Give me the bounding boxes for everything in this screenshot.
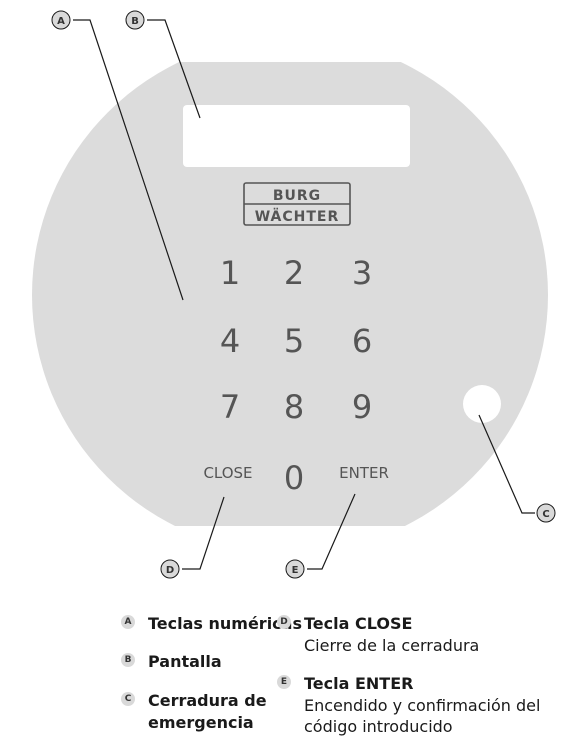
legend-d-title: Tecla CLOSE (304, 614, 413, 633)
callout-a: A (57, 16, 65, 27)
leader-line-b (147, 19, 201, 119)
legend-badge-c: C (121, 692, 135, 706)
legend-b-title: Pantalla (148, 652, 222, 671)
legend-badge-e: E (277, 675, 291, 689)
brand-logo: BURG WÄCHTER (243, 182, 351, 226)
legend-a-title: Teclas numéricas (148, 614, 302, 633)
legend-c-title-2: emergencia (148, 713, 254, 732)
display-screen (183, 105, 410, 167)
legend-e-desc-2: código introducido (304, 717, 453, 736)
callout-b: B (131, 16, 139, 27)
callout-d: D (166, 565, 174, 576)
callout-c: C (542, 509, 549, 520)
lock-diagram: BURG WÄCHTER 1 2 3 4 5 6 7 8 9 0 CLOSE E… (32, 10, 556, 579)
key-8[interactable]: 8 (284, 388, 304, 426)
legend-e-title: Tecla ENTER (304, 674, 414, 693)
key-4[interactable]: 4 (220, 322, 240, 360)
lock-panel (32, 62, 548, 526)
legend-badge-a: A (121, 615, 135, 629)
enter-key[interactable]: ENTER (339, 464, 389, 482)
leader-line-d (182, 496, 225, 570)
logo-line-1: BURG (273, 188, 321, 204)
emergency-lock-keyhole (463, 385, 501, 423)
leader-line-c (478, 414, 535, 514)
key-1[interactable]: 1 (220, 254, 240, 292)
legend-badge-d: D (277, 615, 291, 629)
legend-e-desc-1: Encendido y confirmación del (304, 696, 541, 715)
key-9[interactable]: 9 (352, 388, 372, 426)
close-key[interactable]: CLOSE (203, 464, 252, 482)
legend-d-desc: Cierre de la cerradura (304, 636, 480, 655)
legend-badge-b: B (121, 653, 135, 667)
legend-c-title-1: Cerradura de (148, 691, 267, 710)
key-2[interactable]: 2 (284, 254, 304, 292)
key-3[interactable]: 3 (352, 254, 372, 292)
callout-e: E (292, 565, 299, 576)
key-5[interactable]: 5 (284, 322, 304, 360)
key-0[interactable]: 0 (284, 459, 304, 497)
logo-line-2: WÄCHTER (255, 208, 340, 225)
leader-line-e (307, 493, 356, 570)
leader-line-a (73, 19, 184, 301)
key-6[interactable]: 6 (352, 322, 372, 360)
key-7[interactable]: 7 (220, 388, 240, 426)
